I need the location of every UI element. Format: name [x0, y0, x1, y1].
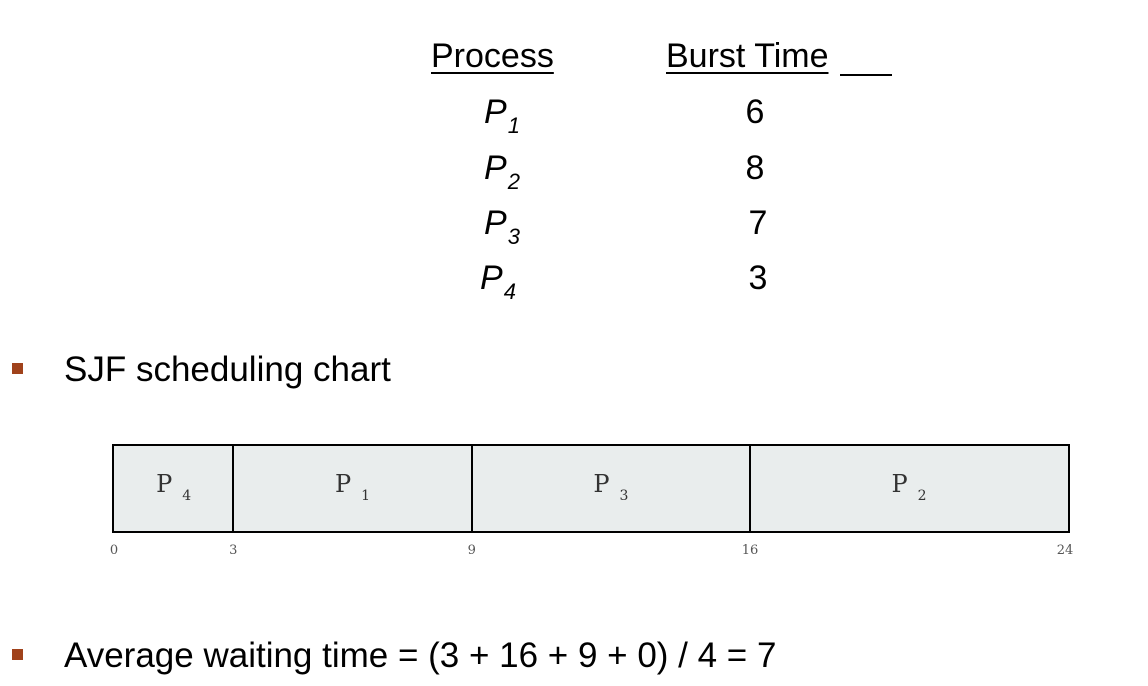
process-name-p2: P2	[484, 149, 520, 194]
gantt-tick-label: 3	[229, 543, 238, 558]
process-column-header: Process	[431, 37, 554, 75]
bullet-square-icon	[12, 649, 23, 660]
gantt-tick-label: 16	[741, 543, 759, 558]
gantt-tick-label: 0	[109, 543, 119, 558]
burst-value-p2: 8	[745, 149, 765, 187]
process-name-p3: P3	[484, 204, 520, 249]
chart-title-bullet-text: SJF scheduling chart	[64, 350, 391, 389]
average-waiting-time-text: Average waiting time = (3 + 16 + 9 + 0) …	[64, 636, 777, 675]
bullet-square-icon	[12, 363, 23, 374]
process-name-p4: P4	[480, 259, 516, 304]
process-name-p1: P1	[484, 93, 520, 138]
header-underline	[840, 74, 892, 76]
burst-value-p4: 3	[748, 259, 768, 297]
burst-value-p1: 6	[745, 93, 765, 131]
burst-value-p3: 7	[748, 204, 768, 242]
burst-time-column-header: Burst Time	[666, 37, 829, 75]
gantt-tick-label: 9	[467, 543, 476, 558]
gantt-tick-label: 24	[1056, 543, 1074, 558]
